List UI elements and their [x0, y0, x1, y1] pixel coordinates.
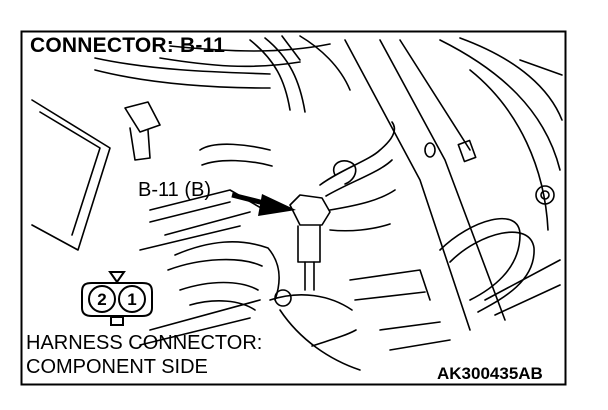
connector-pinout-symbol — [81, 271, 153, 326]
figure-code: AK300435AB — [437, 364, 543, 383]
frame-member — [344, 39, 471, 331]
callout-arrow — [231, 192, 296, 216]
upper-connector — [124, 101, 161, 133]
upper-hose-1 — [94, 57, 271, 75]
hand-outline — [174, 241, 280, 301]
sensor-ring — [332, 160, 357, 185]
figure-border — [20, 30, 567, 386]
pin-number-2: 2 — [97, 290, 107, 309]
harness-connector-label: HARNESS CONNECTOR: — [26, 332, 263, 354]
pin-number-1: 1 — [127, 290, 137, 309]
component-side-label: COMPONENT SIDE — [26, 356, 208, 378]
short-hose — [199, 143, 271, 151]
connector-title: CONNECTOR: B-11 — [30, 34, 226, 57]
hose-loop — [439, 217, 521, 301]
connector-callout-label: B-11 (B) — [138, 179, 211, 201]
b11-connector — [289, 194, 331, 226]
left-panel — [31, 99, 111, 251]
harness-leader — [311, 329, 357, 347]
